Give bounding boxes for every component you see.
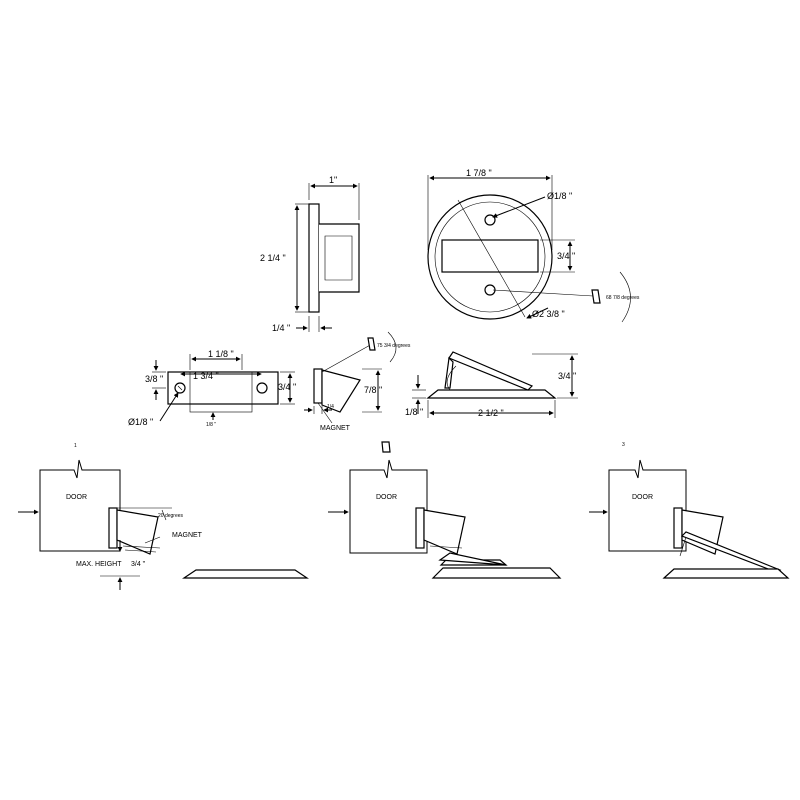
door-1: [39, 459, 121, 552]
base-side-view: 3/4 " 1/8 " 2 1/2 ": [405, 351, 578, 418]
right-hole: [256, 382, 268, 394]
magnet-plate-view: 1 1/8 " 1 3/4 " 3/8 " 3/4 " Ø1/8 " 1/8 ": [128, 349, 296, 428]
magnet-angle-dim: 75 3/4 degrees: [377, 343, 411, 349]
side-width-dim: 1": [329, 175, 337, 185]
base-thickness-dim: 1/8 ": [405, 407, 423, 417]
door-2-label: DOOR: [376, 494, 397, 501]
side-view: 2 1/4 " 1" 1/4 ": [260, 175, 360, 333]
max-height-label: MAX. HEIGHT: [76, 561, 122, 568]
base-lever: [448, 351, 534, 391]
base-plate: [426, 389, 557, 399]
diameter-dim: Ø2 3/8 ": [532, 309, 565, 319]
plate-right-dim: 3/4 ": [278, 382, 296, 392]
magnet-arm-1: [116, 509, 159, 555]
magnet-height-dim: 7/8 ": [364, 385, 382, 395]
door-1-label: DOOR: [66, 494, 87, 501]
side-height-dim: 2 1/4 ": [260, 253, 286, 263]
plate-left-dim: 3/8 ": [145, 374, 163, 384]
step-2: DOOR: [328, 441, 562, 579]
base-3: [662, 568, 790, 579]
step-1-angle: 20 degrees: [158, 513, 184, 519]
side-body: [319, 223, 360, 293]
door-2: [349, 459, 428, 554]
base-2: [431, 567, 562, 579]
magnet-depth-dim: 1/4: [327, 404, 334, 410]
magnet-side-view: 75 3/4 degrees 7/8 " 1/4 MAGNET: [304, 331, 411, 432]
slot-dim: 3/4 ": [557, 251, 575, 261]
step-1: 1 DOOR 20 degrees MAGNET MAX. HEIGHT 3/4…: [18, 443, 309, 590]
magnet-arm-2: [423, 509, 466, 555]
base-width-dim: 2 1/2 ": [478, 408, 504, 418]
door-3-label: DOOR: [632, 494, 653, 501]
step-3-number: 3: [622, 442, 625, 448]
step-3: 3 DOOR: [589, 442, 790, 579]
step-2-marker: [381, 441, 391, 453]
plate-inner-dim: 1 3/4 ": [193, 371, 219, 381]
max-height-value: 3/4 ": [131, 561, 146, 568]
lever-3: [680, 531, 782, 573]
side-depth-dim: 1/4 ": [272, 323, 290, 333]
step-1-magnet-label: MAGNET: [172, 532, 203, 539]
side-plate: [308, 203, 320, 313]
plate-hole-dim: Ø1/8 ": [128, 417, 153, 427]
base-height-dim: 3/4 ": [558, 371, 576, 381]
step-1-number: 1: [74, 443, 77, 449]
angle-marker: [591, 289, 601, 304]
hole-dim: Ø1/8 ": [547, 191, 572, 201]
top-width-dim: 1 7/8 ": [466, 168, 492, 178]
plate-outer-dim: 1 1/8 ": [208, 349, 234, 359]
magnet-arm: [321, 369, 361, 413]
top-angle-dim: 68 7/8 degrees: [606, 295, 640, 301]
plate-bottom-dim: 1/8 ": [206, 422, 216, 428]
magnet-label: MAGNET: [320, 425, 351, 432]
lever-2: [438, 552, 507, 566]
magnet-mount: [313, 368, 323, 404]
top-view: 1 7/8 " Ø1/8 " 3/4 " Ø2 3/8 " 68 7/8 deg…: [427, 168, 640, 323]
base-1: [182, 569, 309, 579]
door-3: [608, 459, 687, 552]
